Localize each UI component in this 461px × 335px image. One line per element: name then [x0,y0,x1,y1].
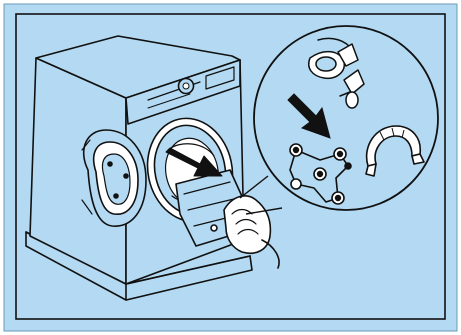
magnifier-circle [254,26,438,210]
washing-machine [26,36,279,300]
